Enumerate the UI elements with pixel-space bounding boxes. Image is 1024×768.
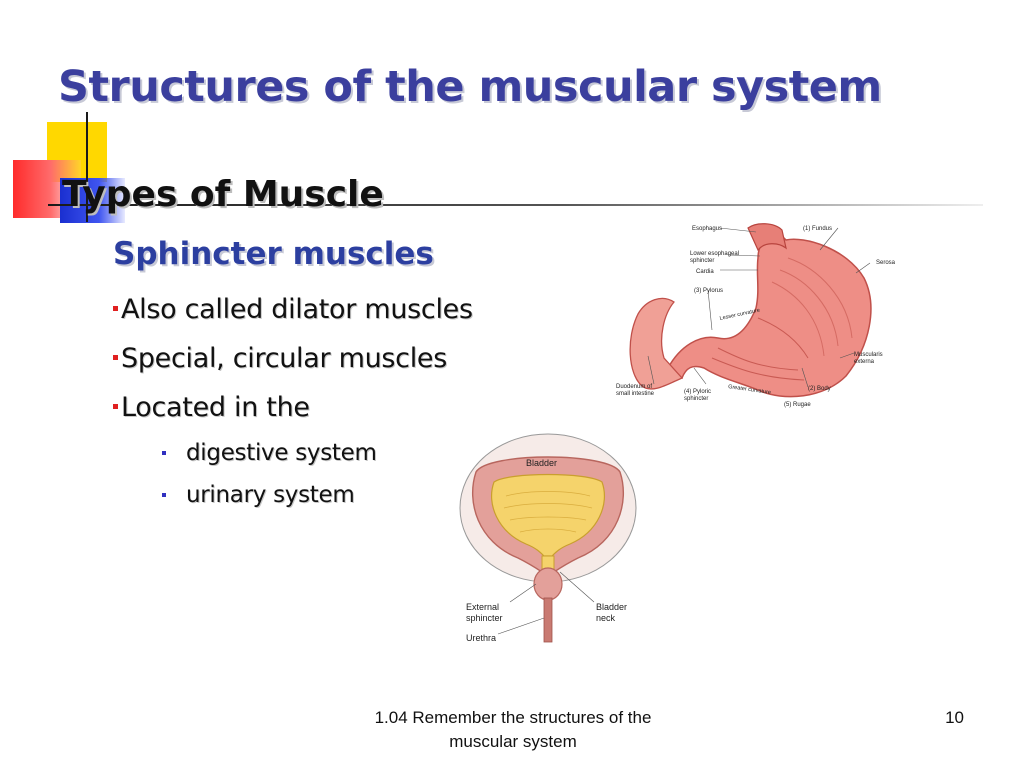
sub-bullet-marker-icon bbox=[162, 492, 166, 497]
rugae-fold bbox=[711, 357, 805, 381]
sub-bullet-text: digestive system bbox=[186, 440, 377, 466]
muscle-stripe bbox=[771, 281, 825, 357]
label-lower-esophageal-2: sphincter bbox=[690, 258, 714, 264]
label-duodenum-2: small intestine bbox=[616, 391, 655, 397]
label-body: (2) Body bbox=[808, 386, 831, 392]
sub-bullet-item: digestive system bbox=[162, 436, 377, 478]
label-external-sphincter: sphincter bbox=[466, 613, 503, 623]
label-urethra: Urethra bbox=[466, 633, 496, 643]
decor-blue-square bbox=[60, 178, 125, 223]
bladder-labels: Bladder External sphincter Bladder neck … bbox=[466, 458, 627, 643]
bullet-list: Also called dilator muscles Special, cir… bbox=[113, 290, 473, 437]
label-muscularis: Muscularis bbox=[854, 352, 883, 358]
label-esophagus: Esophagus bbox=[692, 226, 722, 232]
sub-bullet-list: digestive system urinary system bbox=[162, 436, 377, 520]
label-bladder-neck: Bladder bbox=[596, 602, 627, 612]
section-heading: Types of Muscle bbox=[62, 174, 384, 215]
decor-horizontal-line bbox=[48, 204, 983, 206]
stomach-illustration: Esophagus (1) Fundus Lower esophageal sp… bbox=[616, 223, 896, 408]
bullet-marker-icon bbox=[113, 306, 118, 311]
label-bladder: Bladder bbox=[526, 458, 557, 468]
rugae-fold bbox=[717, 347, 799, 371]
label-fundus: (1) Fundus bbox=[803, 226, 832, 232]
label-rugae: (5) Rugae bbox=[784, 402, 811, 408]
label-duodenum: Duodenum of bbox=[616, 384, 652, 390]
rugae-fold bbox=[757, 317, 809, 359]
bladder-folds bbox=[503, 491, 593, 533]
bladder-interior-shape bbox=[490, 473, 606, 557]
page-number: 10 bbox=[945, 708, 964, 727]
label-bladder-neck-2: neck bbox=[596, 613, 616, 623]
muscle-stripe bbox=[787, 257, 853, 339]
label-greater-curvature: Greater curvature bbox=[728, 384, 772, 396]
bullet-text: Special, circular muscles bbox=[121, 343, 447, 374]
label-external: External bbox=[466, 602, 499, 612]
bullet-item: Special, circular muscles bbox=[113, 339, 473, 388]
label-lower-esophageal: Lower esophageal bbox=[690, 251, 739, 257]
label-serosa: Serosa bbox=[876, 260, 896, 266]
label-cardia: Cardia bbox=[696, 269, 714, 275]
bullet-marker-icon bbox=[113, 355, 118, 360]
slide-footer: 1.04 Remember the structures of the musc… bbox=[374, 708, 652, 751]
label-muscularis-2: externa bbox=[854, 359, 875, 365]
stomach-body-shape bbox=[667, 234, 872, 398]
stomach-leader-lines bbox=[647, 227, 871, 388]
bullet-item: Located in the bbox=[113, 388, 473, 437]
slide-title: Structures of the muscular system bbox=[58, 62, 882, 112]
duodenum-shape bbox=[629, 297, 684, 390]
bullet-text: Located in the bbox=[121, 392, 310, 423]
decor-vertical-line bbox=[86, 112, 88, 222]
label-pyloric: (4) Pyloric bbox=[684, 389, 711, 395]
bladder-illustration: Bladder External sphincter Bladder neck … bbox=[459, 433, 637, 643]
label-pyloric-2: sphincter bbox=[684, 396, 708, 402]
label-pylorus: (3) Pylorus bbox=[694, 288, 723, 294]
sub-bullet-marker-icon bbox=[162, 450, 166, 455]
sub-bullet-text: urinary system bbox=[186, 482, 355, 508]
muscle-stripe bbox=[779, 269, 839, 347]
esophagus-shape bbox=[747, 223, 787, 252]
sub-heading: Sphincter muscles bbox=[113, 236, 434, 272]
bullet-item: Also called dilator muscles bbox=[113, 290, 473, 339]
bladder-leader-lines bbox=[497, 571, 595, 635]
bullet-marker-icon bbox=[113, 404, 118, 409]
sub-bullet-item: urinary system bbox=[162, 478, 377, 520]
bullet-text: Also called dilator muscles bbox=[121, 294, 473, 325]
external-sphincter-shape bbox=[533, 567, 563, 601]
urethra-lower-shape bbox=[543, 597, 553, 643]
